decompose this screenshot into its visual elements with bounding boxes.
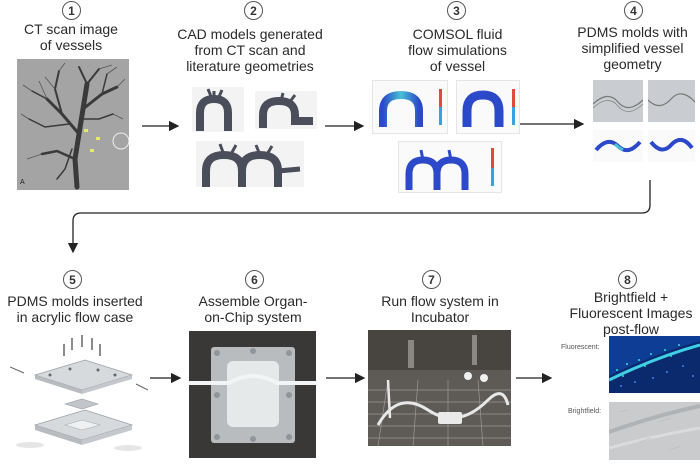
comsol-sim-3 xyxy=(398,141,502,193)
flow-case-exploded-view xyxy=(10,335,149,451)
step-3-title-line: flow simulations xyxy=(408,42,507,58)
step-2-title-line: from CT scan and xyxy=(194,42,306,58)
step-8-title-line: post-flow xyxy=(602,321,660,337)
step-8-title: Brightfield + Fluorescent Images post-fl… xyxy=(562,289,700,337)
step-3-title-line: of vessel xyxy=(429,58,486,74)
pdms-mold-photo-1 xyxy=(593,80,643,122)
step-5-title-line: in acrylic flow case xyxy=(16,309,134,325)
pdms-mold-flow-1 xyxy=(594,139,642,153)
acrylic-flow-case-render xyxy=(10,330,150,455)
step-6-title-line: on-Chip system xyxy=(204,309,302,325)
comsol-flow-1 xyxy=(379,89,442,127)
brightfield-texture xyxy=(609,402,700,460)
comsol-sim-1 xyxy=(372,80,448,134)
step-1-title-line: CT scan image xyxy=(24,21,118,37)
fluorescent-image xyxy=(609,336,700,393)
step-2-badge: 2 xyxy=(244,1,263,20)
step-6-title: Assemble Organ- on-Chip system xyxy=(178,293,328,325)
step-5-title-line: PDMS molds inserted xyxy=(7,293,143,309)
pdms-mold-photo-2 xyxy=(648,80,695,122)
step-7-title-line: Incubator xyxy=(410,309,470,325)
ct-vessel-tree xyxy=(17,59,129,190)
step-3-badge: 3 xyxy=(447,1,466,20)
step-6-badge: 6 xyxy=(245,270,264,289)
step-1-title-line: of vessels xyxy=(39,37,103,53)
organ-on-chip-photo xyxy=(189,331,316,458)
step-4-title-line: PDMS molds with xyxy=(577,24,688,40)
cad-model-1 xyxy=(192,87,244,132)
step-6-title-line: Assemble Organ- xyxy=(198,293,308,309)
organ-on-chip-device xyxy=(189,331,316,458)
step-7-title: Run flow system in Incubator xyxy=(360,293,520,325)
step-8-title-line: Fluorescent Images xyxy=(569,305,693,321)
cad-model-3 xyxy=(196,141,304,187)
step-5-title: PDMS molds inserted in acrylic flow case xyxy=(0,293,150,325)
cad-model-2 xyxy=(255,91,317,129)
step-1-title: CT scan image of vessels xyxy=(0,21,142,53)
step-5-badge: 5 xyxy=(63,270,82,289)
step-2-title: CAD models generated from CT scan and li… xyxy=(162,26,338,74)
step-4-title-line: simplified vessel xyxy=(581,40,684,56)
pdms-mold-sim-2 xyxy=(648,130,695,162)
step-4-title: PDMS molds with simplified vessel geomet… xyxy=(565,24,700,72)
comsol-flow-3 xyxy=(405,148,494,190)
step-7-badge: 7 xyxy=(422,270,441,289)
step-4-badge: 4 xyxy=(624,1,643,20)
fluorescent-cells xyxy=(609,336,700,393)
step-2-title-line: CAD models generated xyxy=(177,26,323,42)
pdms-mold-sim-1 xyxy=(593,130,643,162)
step-1-badge: 1 xyxy=(62,1,81,20)
cad-vessel-2 xyxy=(259,92,313,128)
incubator-flow-setup xyxy=(368,330,511,446)
step-4-title-line: geometry xyxy=(603,56,662,72)
step-8-title-line: Brightfield + xyxy=(593,289,669,305)
step-3-title-line: COMSOL fluid xyxy=(412,26,503,42)
cad-vessel-1 xyxy=(196,88,232,131)
ct-scan-image: A xyxy=(17,59,129,190)
comsol-flow-2 xyxy=(462,89,515,127)
pdms-mold-channel-2 xyxy=(648,93,695,107)
pdms-mold-flow-2 xyxy=(649,137,694,152)
cad-vessel-3 xyxy=(202,143,301,187)
step-8-badge: 8 xyxy=(618,270,637,289)
arrow-4-5 xyxy=(67,180,651,254)
pdms-mold-channel-1 xyxy=(593,95,643,112)
fluorescent-label: Fluorescent: xyxy=(561,344,600,351)
step-3-title: COMSOL fluid flow simulations of vessel xyxy=(385,26,530,74)
step-7-title-line: Run flow system in xyxy=(381,293,499,309)
incubator-photo xyxy=(368,330,511,446)
brightfield-image xyxy=(609,402,700,460)
brightfield-label: Brightfield: xyxy=(568,408,602,415)
step-2-title-line: literature geometries xyxy=(186,58,314,74)
comsol-sim-2 xyxy=(456,80,520,134)
ct-corner-label: A xyxy=(20,179,25,186)
